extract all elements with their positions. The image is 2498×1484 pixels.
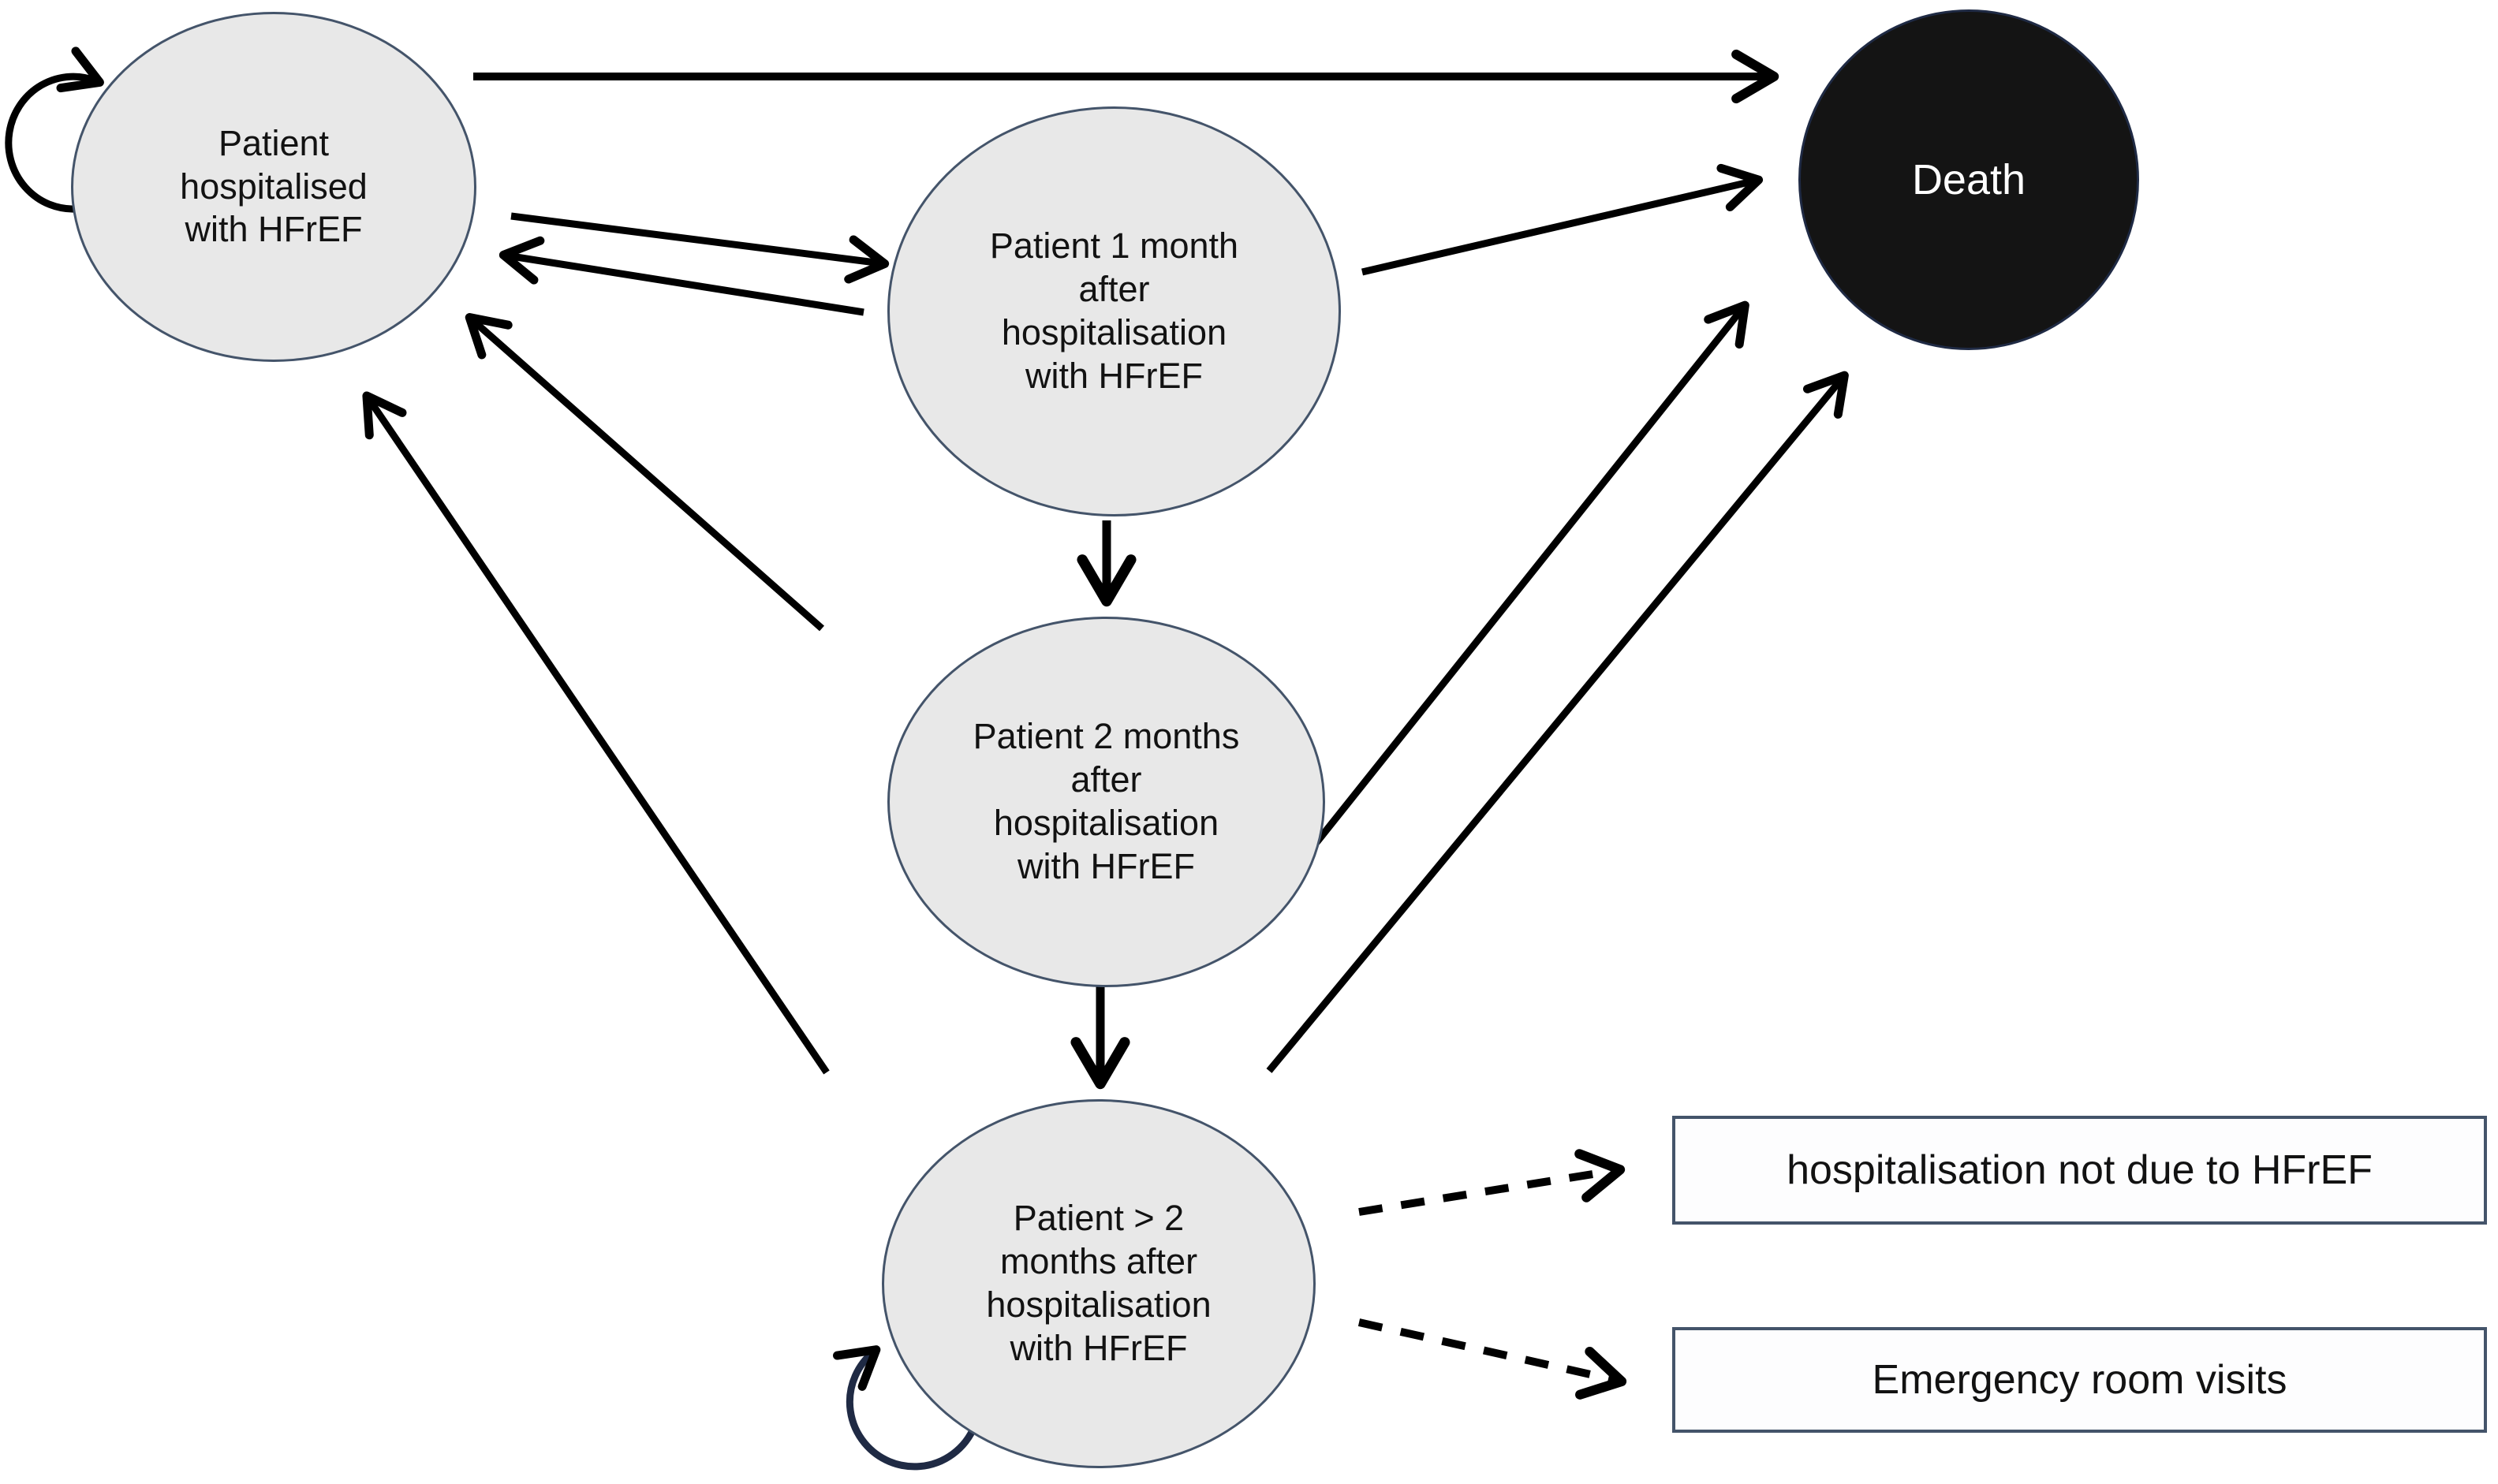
edge-hospitalised-to-month1 [510, 212, 890, 284]
edge-monthgt2-to-er-box [1357, 1318, 1627, 1400]
edge-monthgt2-to-death [1266, 371, 1849, 1073]
state-gt-2-months-after-label: Patient > 2 months after hospitalisation… [986, 1198, 1212, 1368]
state-1-month-after: Patient 1 month after hospitalisation wi… [887, 106, 1341, 516]
state-gt-2-months-after: Patient > 2 months after hospitalisation… [882, 1099, 1316, 1468]
box-hospitalisation-not-due-to-hfref: hospitalisation not due to HFrEF [1672, 1116, 2487, 1225]
state-death: Death [1798, 9, 2139, 350]
state-2-months-after-label: Patient 2 months after hospitalisation w… [973, 716, 1240, 886]
edge-month2-to-hospitalised [465, 313, 824, 632]
edge-monthgt2-to-nonhf-box [1358, 1149, 1626, 1216]
box-emergency-room-visits-label: Emergency room visits [1872, 1357, 2287, 1403]
edge-month1-to-death [1361, 163, 1764, 276]
state-2-months-after: Patient 2 months after hospitalisation w… [887, 617, 1325, 987]
edge-month2-to-death [1290, 300, 1749, 874]
state-death-label: Death [1911, 156, 2026, 203]
state-hospitalised: Patient hospitalised with HFrEF [71, 12, 476, 362]
state-hospitalised-label: Patient hospitalised with HFrEF [180, 122, 368, 250]
edge-monthgt2-to-hospitalised [362, 391, 830, 1075]
box-emergency-room-visits: Emergency room visits [1672, 1327, 2487, 1433]
box-hospitalisation-not-due-to-hfref-label: hospitalisation not due to HFrEF [1787, 1147, 2373, 1193]
edge-month1-to-hospitalised [498, 236, 864, 316]
state-1-month-after-label: Patient 1 month after hospitalisation wi… [989, 226, 1239, 396]
